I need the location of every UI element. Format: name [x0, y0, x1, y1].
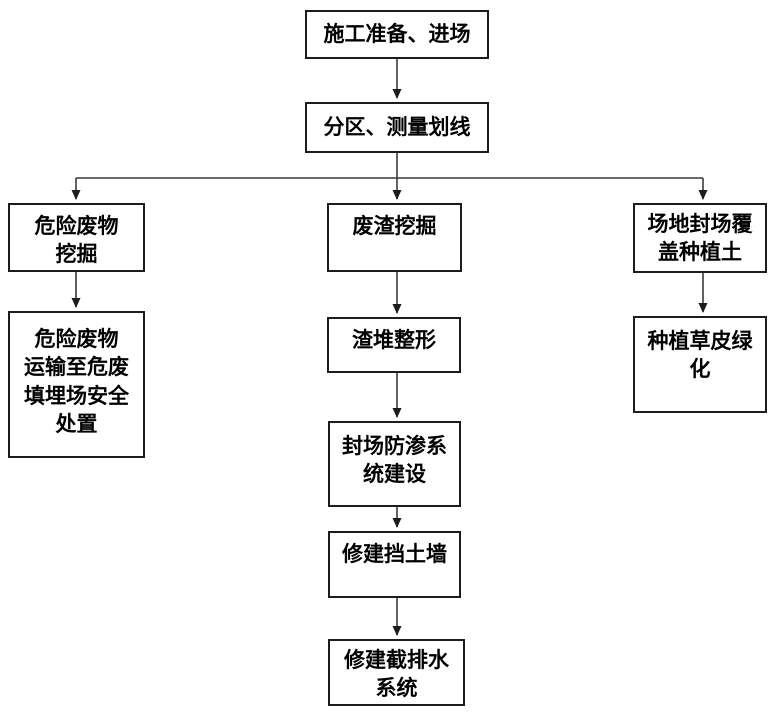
node-slag-pile-shaping: 渣堆整形	[327, 317, 461, 373]
node-waste-residue-excavation: 废渣挖掘	[327, 203, 462, 272]
node-construction-preparation: 施工准备、进场	[305, 10, 489, 59]
node-hazardous-waste-excavation: 危险废物 挖掘	[8, 203, 145, 272]
node-capping-anti-seepage-system: 封场防渗系 统建设	[328, 421, 461, 507]
node-build-retaining-wall: 修建挡土墙	[328, 531, 461, 598]
node-build-drainage-system: 修建截排水 系统	[328, 639, 465, 706]
node-zoning-measurement: 分区、测量划线	[305, 102, 489, 153]
node-plant-turf-greening: 种植草皮绿 化	[633, 316, 767, 413]
node-hazardous-waste-transport-disposal: 危险废物 运输至危废 填埋场安全 处置	[8, 311, 145, 458]
node-site-closure-cover-soil: 场地封场覆 盖种植土	[633, 203, 767, 273]
